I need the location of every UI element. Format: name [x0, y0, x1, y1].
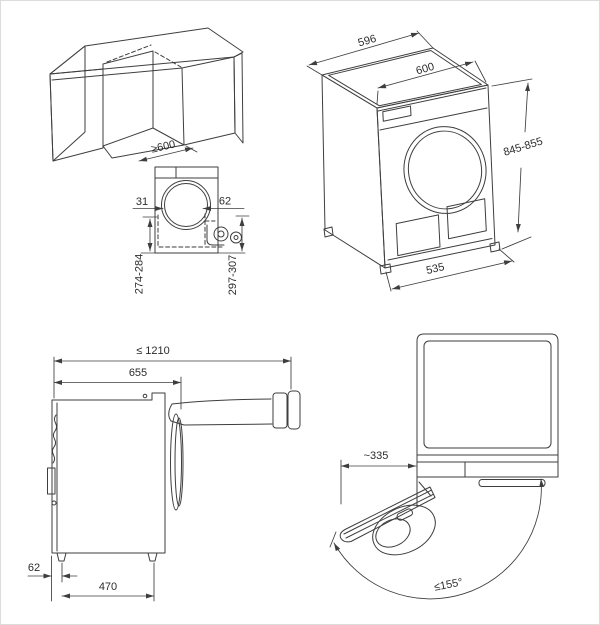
- front-detail-dimensions: 31 62 274-284 297-307: [132, 196, 250, 295]
- dim-top-depth: 600: [415, 61, 436, 78]
- door-swing-arc: [333, 478, 545, 600]
- door-glass-edge: [170, 413, 182, 511]
- top-lid-inner: [423, 340, 552, 449]
- door-panel: [272, 392, 288, 429]
- rear-hose-detail: [51, 414, 58, 464]
- niche-view: ≥600 31 62: [49, 27, 250, 295]
- service-flap-left: [395, 214, 441, 257]
- drain-hose: [206, 224, 225, 246]
- connection-valve: [213, 226, 229, 242]
- foot: [323, 226, 334, 238]
- cabinet-right-cap: [233, 52, 244, 144]
- front-detail-view: 31 62 274-284 297-307: [132, 166, 250, 295]
- door-ring-outer: [403, 126, 487, 214]
- rear-hose-holder: [47, 467, 56, 495]
- cabinet-left-front: [49, 68, 104, 162]
- top-view-dimensions: ~335 ≤155°: [329, 450, 545, 600]
- side-body: [51, 392, 166, 554]
- dim-door-projection: ~335: [364, 450, 389, 462]
- dim-front-height-right: 297-307: [227, 255, 239, 295]
- dim-front-offset-right: 62: [219, 196, 231, 208]
- side-dimensions: ≤ 1210 655 62 470: [27, 345, 292, 602]
- dim-front-offset-left: 31: [136, 196, 148, 208]
- dim-door-opening-angle: ≤155°: [433, 576, 464, 593]
- foot: [56, 552, 67, 562]
- dim-front-height-left: 274-284: [134, 254, 146, 294]
- side-view: ≤ 1210 655 62 470: [27, 345, 301, 602]
- dim-niche-width: ≥600: [150, 138, 176, 155]
- top-body-outline: [416, 333, 559, 478]
- service-flap-right: [446, 198, 487, 240]
- door-outer-face: [287, 390, 301, 430]
- dim-depth: 655: [129, 367, 147, 379]
- display-window: [382, 105, 412, 122]
- machine-front-face: [376, 84, 496, 269]
- front-detail-door-outer: [161, 180, 211, 230]
- dim-feet-width: 535: [425, 261, 446, 277]
- front-detail-door-inner: [164, 183, 208, 227]
- dim-feet-distance: 470: [99, 581, 117, 593]
- dim-rear-foot-offset: 62: [28, 562, 40, 574]
- door-ring-inner: [407, 130, 483, 210]
- top-view: ~335 ≤155°: [329, 333, 559, 600]
- dim-top-width: 596: [357, 33, 378, 50]
- niche-width-dimension: ≥600: [138, 138, 198, 162]
- reference-dot: [142, 393, 148, 399]
- dim-total-depth-door-open: ≤ 1210: [136, 345, 170, 357]
- foot: [147, 552, 158, 562]
- open-door-side: [168, 390, 301, 511]
- foot: [379, 263, 392, 275]
